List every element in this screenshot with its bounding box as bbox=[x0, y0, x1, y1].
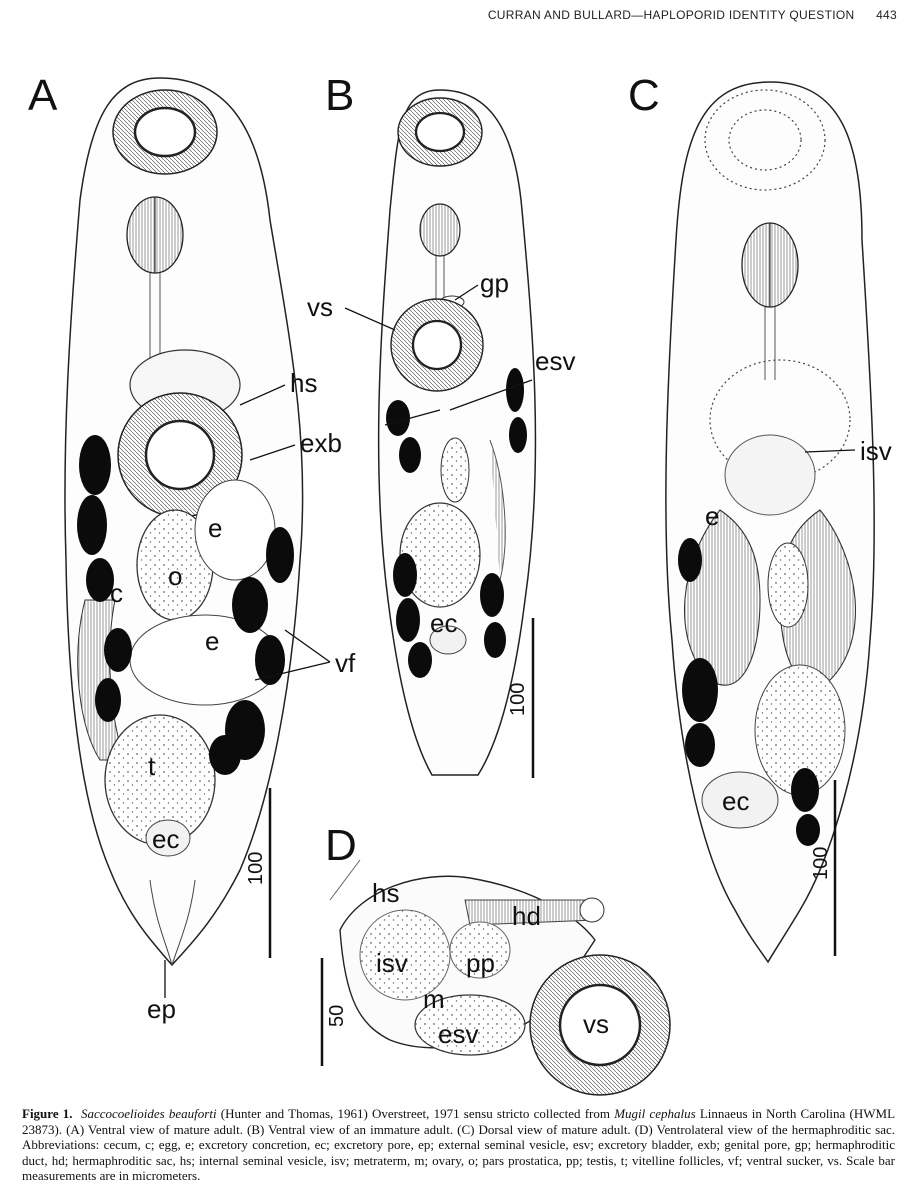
page-number: 443 bbox=[876, 8, 897, 22]
panel-c-letter: C bbox=[628, 71, 660, 120]
panel-a-label-vf: vf bbox=[335, 648, 356, 678]
panel-d-label-hs: hs bbox=[372, 878, 399, 908]
panel-a-letter: A bbox=[28, 71, 58, 120]
running-title: CURRAN AND BULLARD—HAPLOPORID IDENTITY Q… bbox=[487, 8, 855, 22]
panel-b-scale-value: 100 bbox=[507, 683, 529, 716]
panel-a: A bbox=[28, 71, 356, 1024]
caption-authority: (Hunter and Thomas, 1961) Overstreet, 19… bbox=[216, 1106, 615, 1121]
figure-caption: Figure 1. Saccocoelioides beauforti (Hun… bbox=[22, 1106, 895, 1184]
running-head: CURRAN AND BULLARD—HAPLOPORID IDENTITY Q… bbox=[488, 8, 897, 22]
panel-d-label-m: m bbox=[423, 984, 445, 1014]
panel-c-label-isv: isv bbox=[860, 436, 892, 466]
panel-a-label-exb: exb bbox=[300, 428, 342, 458]
panel-b-label-vs: vs bbox=[307, 292, 333, 322]
panel-d-label-isv: isv bbox=[376, 948, 408, 978]
panel-d-label-vs: vs bbox=[583, 1009, 609, 1039]
caption-figure-label: Figure 1. bbox=[22, 1106, 73, 1121]
panel-b: B gp vs esv e bbox=[307, 71, 575, 778]
caption-species: Saccocoelioides beauforti bbox=[80, 1106, 217, 1121]
panel-c-scale-value: 100 bbox=[810, 847, 832, 880]
panel-d-label-pp: pp bbox=[466, 948, 495, 978]
panel-a-label-ep: ep bbox=[147, 994, 176, 1024]
figure-1: A bbox=[28, 71, 892, 1096]
panel-a-label-c: c bbox=[110, 578, 123, 608]
panel-a-label-o: o bbox=[168, 561, 182, 591]
panel-d-label-esv: esv bbox=[438, 1019, 478, 1049]
panel-a-scale-value: 100 bbox=[245, 852, 267, 885]
panel-a-label-e2: e bbox=[205, 626, 219, 656]
panel-d-letter: D bbox=[325, 821, 357, 870]
panel-a-label-ec: ec bbox=[152, 824, 179, 854]
panel-b-label-esv: esv bbox=[535, 346, 575, 376]
panel-b-label-ec: ec bbox=[430, 608, 457, 638]
panel-a-label-e1: e bbox=[208, 513, 222, 543]
panel-c: C isv e ec 100 bbox=[628, 71, 892, 964]
panel-a-label-hs: hs bbox=[290, 368, 317, 398]
panel-d-label-hd: hd bbox=[512, 901, 541, 931]
panel-c-label-e: e bbox=[705, 501, 719, 531]
panel-d: D hs hd isv pp m esv vs 50 bbox=[320, 821, 671, 1096]
caption-body: Linnaeus in North Carolina (HWML 23873).… bbox=[22, 1106, 896, 1183]
caption-host: Mugil cephalus bbox=[614, 1106, 696, 1121]
panel-d-scale-value: 50 bbox=[326, 1005, 348, 1027]
panel-b-label-gp: gp bbox=[480, 268, 509, 298]
panel-b-letter: B bbox=[325, 71, 354, 120]
panel-c-body-outline bbox=[665, 81, 875, 964]
panel-c-label-ec: ec bbox=[722, 786, 749, 816]
panel-a-label-t: t bbox=[148, 751, 156, 781]
